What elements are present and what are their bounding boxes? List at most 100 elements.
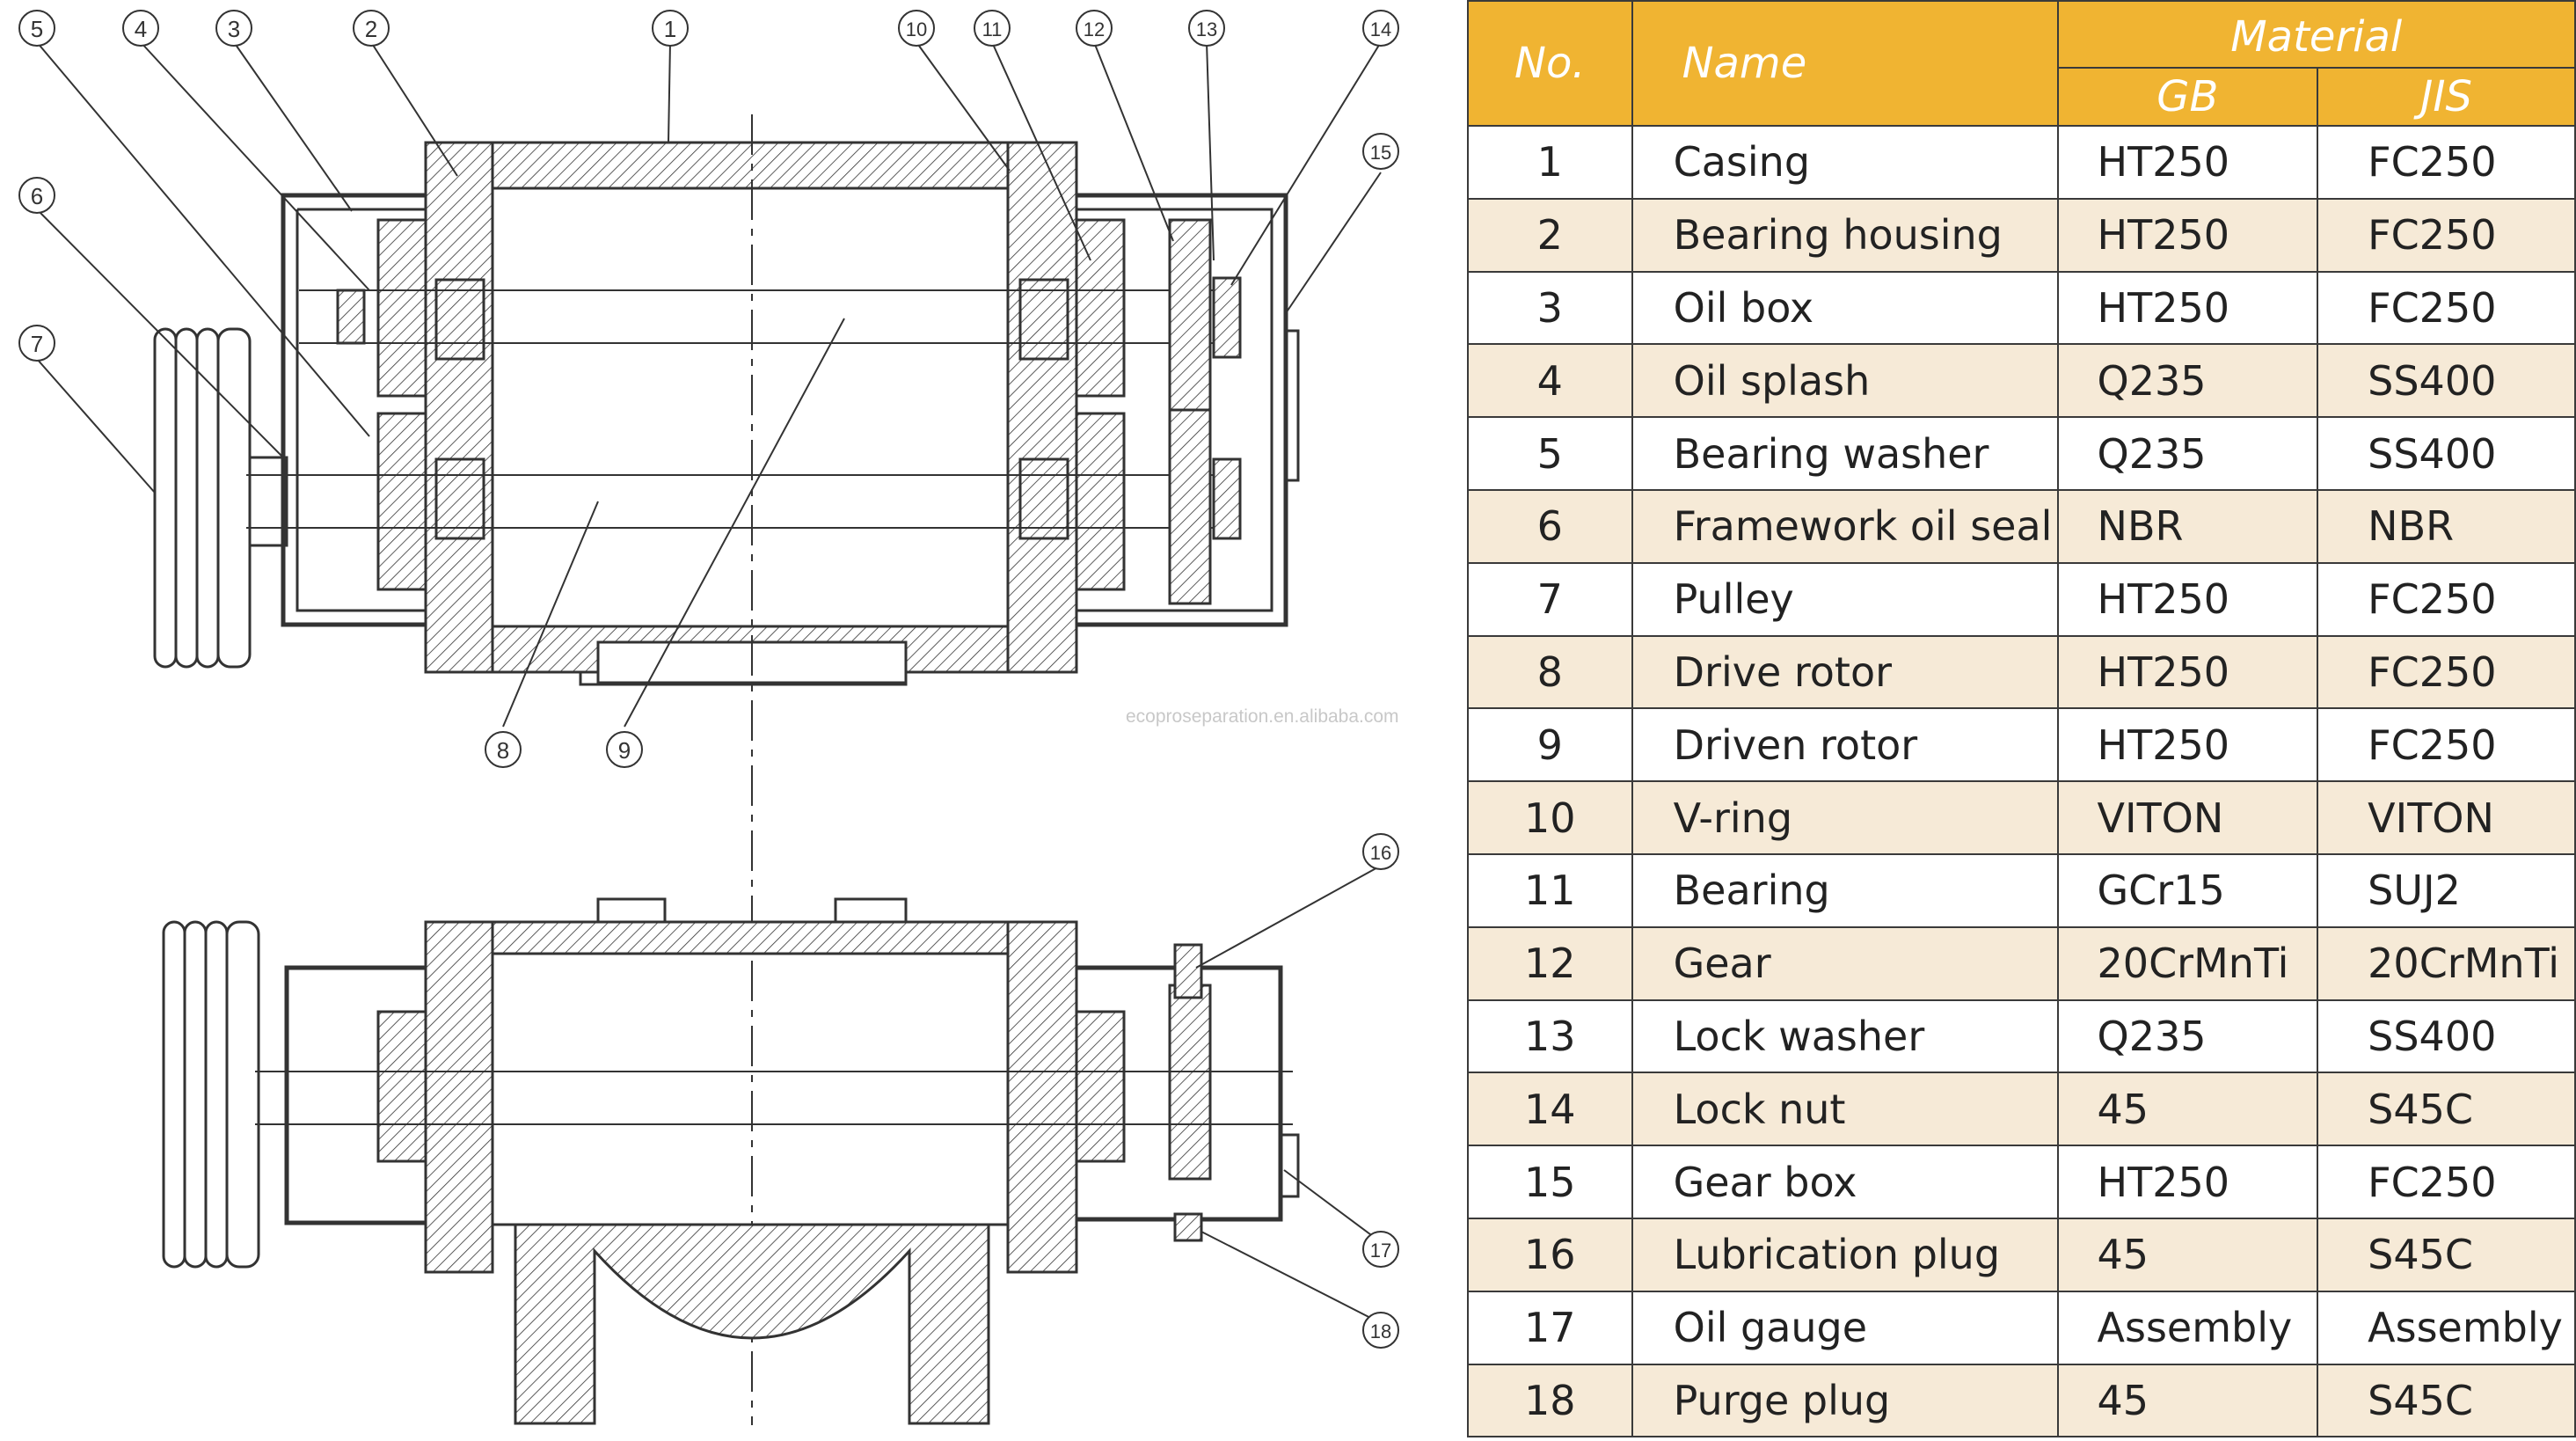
svg-text:1: 1 xyxy=(664,16,676,42)
cell-no: 5 xyxy=(1467,416,1633,491)
svg-text:8: 8 xyxy=(497,737,509,764)
upper-gear xyxy=(1168,218,1212,415)
cell-no: 1 xyxy=(1467,125,1633,200)
cell-gb: NBR xyxy=(2056,488,2319,564)
cell-no: 13 xyxy=(1467,998,1633,1074)
callout-18: 18 xyxy=(1362,1312,1399,1349)
cell-no: 6 xyxy=(1467,488,1633,564)
svg-text:10: 10 xyxy=(906,18,927,40)
cell-jis: FC250 xyxy=(2317,270,2576,346)
cell-gb: 20CrMnTi xyxy=(2056,925,2319,1001)
callout-13: 13 xyxy=(1188,10,1225,47)
cell-jis: S45C xyxy=(2317,1217,2576,1292)
cell-name: Bearing washer xyxy=(1631,416,2059,491)
cell-no: 12 xyxy=(1467,925,1633,1001)
svg-text:14: 14 xyxy=(1370,18,1391,40)
cell-name: Casing xyxy=(1631,125,2059,200)
cell-name: Purge plug xyxy=(1631,1363,2059,1438)
cell-jis: NBR xyxy=(2317,488,2576,564)
left-lower-bearing xyxy=(376,412,427,591)
watermark: ecoproseparation.en.alibaba.com xyxy=(1126,706,1399,727)
cell-jis: SS400 xyxy=(2317,998,2576,1074)
cell-name: Oil gauge xyxy=(1631,1290,2059,1365)
cell-jis: 20CrMnTi xyxy=(2317,925,2576,1001)
cell-jis: FC250 xyxy=(2317,561,2576,637)
callout-1: 1 xyxy=(652,10,689,47)
cell-name: Drive rotor xyxy=(1631,634,2059,710)
cell-gb: VITON xyxy=(2056,780,2319,855)
svg-text:16: 16 xyxy=(1370,842,1391,864)
cell-no: 7 xyxy=(1467,561,1633,637)
left-upper-bearing xyxy=(376,218,427,398)
cell-name: Lubrication plug xyxy=(1631,1217,2059,1292)
right-upper-bearing xyxy=(1075,218,1126,398)
cell-jis: FC250 xyxy=(2317,197,2576,273)
cell-gb: GCr15 xyxy=(2056,852,2319,928)
cell-gb: HT250 xyxy=(2056,197,2319,273)
cell-name: Oil box xyxy=(1631,270,2059,346)
lower-gear xyxy=(1168,408,1212,605)
header-material: Material xyxy=(2056,0,2576,69)
cell-gb: HT250 xyxy=(2056,125,2319,200)
cell-gb: HT250 xyxy=(2056,634,2319,710)
callout-4: 4 xyxy=(122,10,159,47)
callout-17: 17 xyxy=(1362,1231,1399,1268)
cell-jis: FC250 xyxy=(2317,707,2576,783)
cell-name: Lock washer xyxy=(1631,998,2059,1074)
cell-jis: FC250 xyxy=(2317,1145,2576,1219)
cell-no: 16 xyxy=(1467,1217,1633,1292)
svg-text:7: 7 xyxy=(31,331,43,357)
cell-jis: FC250 xyxy=(2317,634,2576,710)
cell-name: Bearing housing xyxy=(1631,197,2059,273)
top-section-view xyxy=(153,114,1300,1425)
cell-gb: Q235 xyxy=(2056,416,2319,491)
svg-text:13: 13 xyxy=(1196,18,1217,40)
cell-gb: 45 xyxy=(2056,1072,2319,1147)
cell-jis: Assembly xyxy=(2317,1290,2576,1365)
callout-10: 10 xyxy=(898,10,935,47)
callout-14: 14 xyxy=(1362,10,1399,47)
cell-no: 2 xyxy=(1467,197,1633,273)
cell-name: V-ring xyxy=(1631,780,2059,855)
cell-name: Driven rotor xyxy=(1631,707,2059,783)
cell-name: Framework oil seal xyxy=(1631,488,2059,564)
header-jis: JIS xyxy=(2317,67,2576,127)
callout-7: 7 xyxy=(18,325,55,362)
svg-text:2: 2 xyxy=(365,16,377,42)
cell-name: Pulley xyxy=(1631,561,2059,637)
svg-text:12: 12 xyxy=(1084,18,1105,40)
cell-jis: SS400 xyxy=(2317,416,2576,491)
cell-gb: Assembly xyxy=(2056,1290,2319,1365)
right-lower-bearing xyxy=(1075,412,1126,591)
cell-gb: HT250 xyxy=(2056,707,2319,783)
cell-no: 9 xyxy=(1467,707,1633,783)
cell-no: 8 xyxy=(1467,634,1633,710)
callout-2: 2 xyxy=(353,10,390,47)
left-oil-box xyxy=(281,193,426,627)
svg-text:3: 3 xyxy=(228,16,240,42)
cell-no: 15 xyxy=(1467,1145,1633,1219)
cell-name: Gear box xyxy=(1631,1145,2059,1219)
cell-gb: HT250 xyxy=(2056,270,2319,346)
leader-lines xyxy=(36,41,1382,1324)
header-name: Name xyxy=(1631,0,2059,127)
lower-casing-foot xyxy=(493,1223,1008,1425)
cell-name: Gear xyxy=(1631,925,2059,1001)
callout-6: 6 xyxy=(18,177,55,214)
cell-jis: S45C xyxy=(2317,1072,2576,1147)
header-gb: GB xyxy=(2056,67,2319,127)
